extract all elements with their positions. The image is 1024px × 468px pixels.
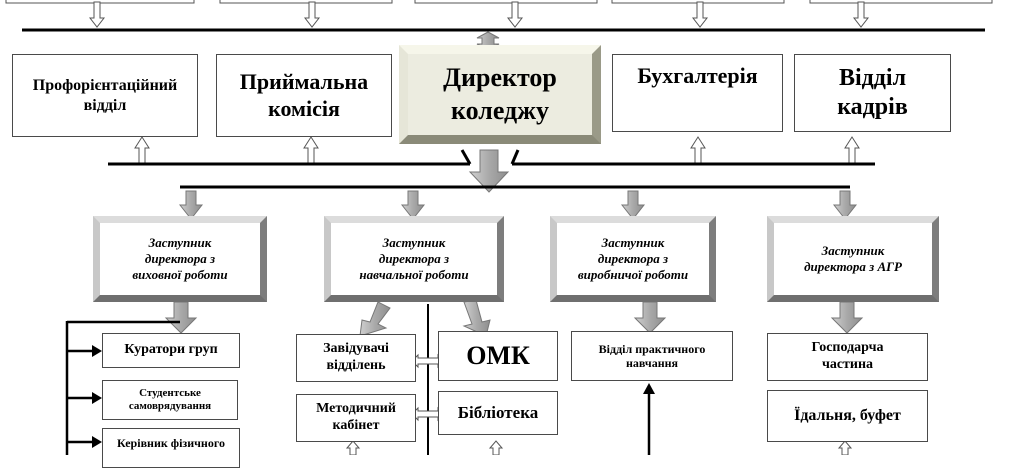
director-left-diagonal (460, 149, 472, 165)
left-bracket (65, 320, 180, 455)
methodical-office-label: Методичний кабінет (316, 401, 396, 433)
deputy-production-work-box: Заступник директора з виробничої роботи (550, 216, 716, 302)
proforientation-department-box: Профорієнтаційний відділ (12, 54, 198, 137)
omk-box: ОМК (438, 331, 558, 381)
canteen-box: Їдальня, буфет (767, 390, 928, 442)
top-cut-boxes (5, 0, 993, 4)
student-government-label: Студентське самоврядування (128, 386, 212, 412)
student-government-box: Студентське самоврядування (102, 380, 238, 420)
deputy-agr-label: Заступник директора з АГР (804, 242, 902, 274)
maintenance-box: Господарча частина (767, 333, 928, 381)
admission-committee-box: Приймальна комісія (216, 54, 392, 137)
omk-label: ОМК (466, 341, 530, 371)
pe-head-label: Керівник фізичного (116, 436, 225, 450)
library-label: Бібліотека (457, 402, 539, 422)
hr-department-box: Відділ кадрів (794, 54, 951, 132)
department-heads-box: Завідувачі відділень (296, 334, 416, 382)
group-curators-box: Куратори груп (102, 333, 240, 368)
deputy-arrows (178, 190, 858, 220)
canteen-label: Їдальня, буфет (794, 407, 901, 425)
maintenance-label: Господарча частина (811, 340, 884, 372)
practical-training-box: Відділ практичного навчання (571, 331, 733, 381)
director-down-arrow (468, 149, 510, 193)
accounting-label: Бухгалтерія (637, 63, 758, 88)
practical-training-label: Відділ практичного навчання (598, 341, 706, 370)
unit-arrows (164, 299, 864, 337)
methodical-office-box: Методичний кабінет (296, 394, 416, 442)
top-row-hollow-arrows (134, 136, 860, 165)
pe-head-box: Керівник фізичного (102, 428, 240, 468)
accounting-box: Бухгалтерія (612, 54, 783, 132)
academic-double-arrows (411, 353, 445, 422)
admission-committee-label: Приймальна комісія (239, 69, 369, 121)
practical-training-up-arrow (643, 383, 655, 455)
org-chart-connectors (5, 0, 993, 455)
top-cut-arrows (88, 1, 870, 28)
director-right-diagonal (510, 149, 520, 165)
department-heads-label: Завідувачі відділень (323, 341, 389, 373)
proforientation-department-label: Профорієнтаційний відділ (32, 77, 178, 114)
library-box: Бібліотека (438, 391, 558, 435)
bottom-hollow-arrows (345, 440, 853, 455)
director-label: Директор коледжу (443, 63, 557, 125)
deputy-educational-work-box: Заступник директора з виховної роботи (93, 216, 267, 302)
hr-department-label: Відділ кадрів (837, 65, 908, 120)
deputy-educational-work-label: Заступник директора з виховної роботи (132, 234, 228, 283)
director-box: Директор коледжу (399, 45, 601, 144)
deputy-academic-work-label: Заступник директора з навчальної роботи (359, 234, 469, 283)
deputy-agr-box: Заступник директора з АГР (767, 216, 939, 302)
group-curators-label: Куратори груп (124, 342, 218, 358)
deputy-academic-work-box: Заступник директора з навчальної роботи (324, 216, 504, 302)
deputy-production-work-label: Заступник директора з виробничої роботи (577, 234, 689, 283)
